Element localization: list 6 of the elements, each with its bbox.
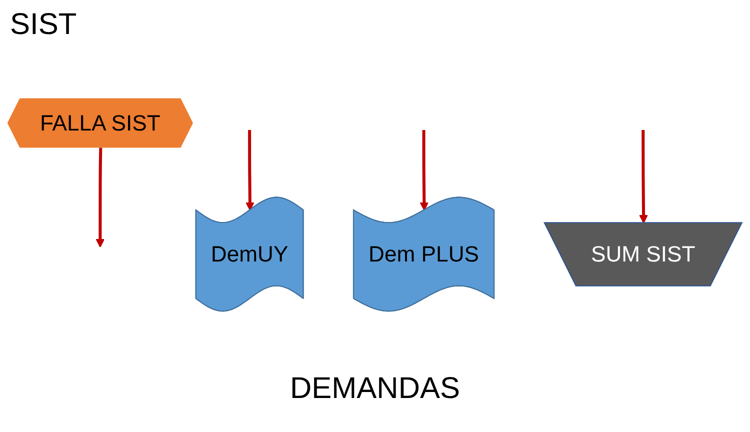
arrow [639, 130, 648, 224]
text-label: SIST [10, 8, 77, 41]
text-label: DEMANDAS [290, 372, 460, 405]
arrow [246, 130, 254, 211]
arrow [96, 148, 105, 248]
arrow [420, 130, 429, 211]
